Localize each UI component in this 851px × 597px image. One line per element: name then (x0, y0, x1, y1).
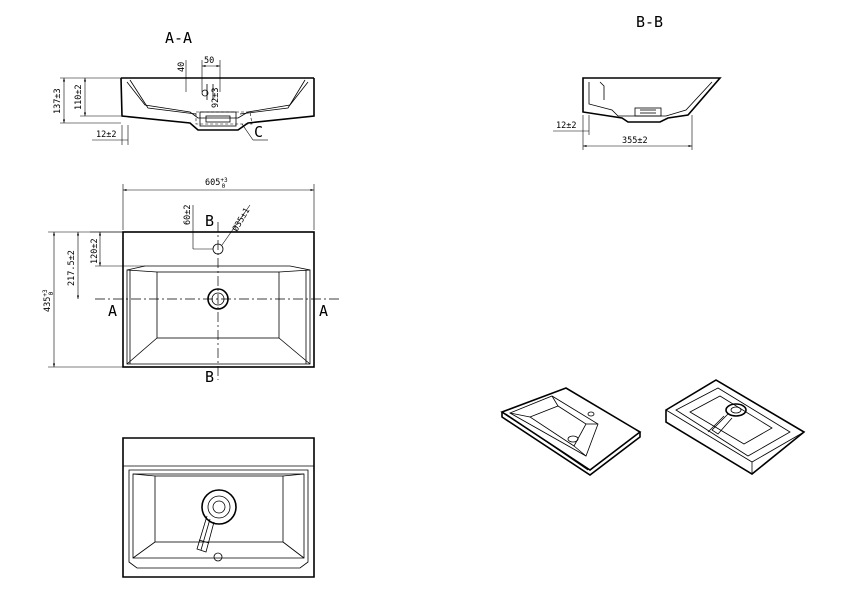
marker-a-left: A (108, 302, 117, 320)
dim-bb-length: 355±2 (622, 136, 648, 146)
dim-depth-to-center: 217.5±2 (67, 250, 77, 286)
dim-overall-height: 137±3 (53, 88, 63, 114)
section-b-b-title: B-B (636, 13, 663, 31)
dim-waste-offset-x: 50 (204, 56, 214, 66)
dim-overall-depth: 435+30 (42, 289, 55, 312)
section-a-a-title: A-A (165, 29, 192, 47)
section-a-a-view: A-A C 137±3 110±2 50 40 (53, 29, 315, 145)
underside-view (122, 437, 315, 578)
dim-to-waste-center: 120±2 (90, 238, 100, 264)
marker-b-top: B (205, 212, 214, 230)
isometric-top-view (500, 387, 642, 476)
dim-waste-depth: 92±3 (211, 88, 221, 108)
section-b-b-view: B-B 12±2 355±2 (553, 13, 722, 150)
isometric-bottom-view (665, 379, 806, 475)
dim-waste-offset-y: 40 (177, 62, 187, 72)
detail-c-marker: C (254, 123, 263, 141)
dim-rim-thickness: 12±2 (96, 130, 116, 140)
dim-tap-hole-diameter: Ø35±1 (230, 206, 252, 234)
dim-bb-rim: 12±2 (556, 121, 576, 131)
dim-bowl-depth: 110±2 (74, 84, 84, 110)
marker-b-bottom: B (205, 368, 214, 386)
dim-tap-hole-offset: 60±2 (183, 205, 193, 225)
marker-a-right: A (319, 302, 328, 320)
